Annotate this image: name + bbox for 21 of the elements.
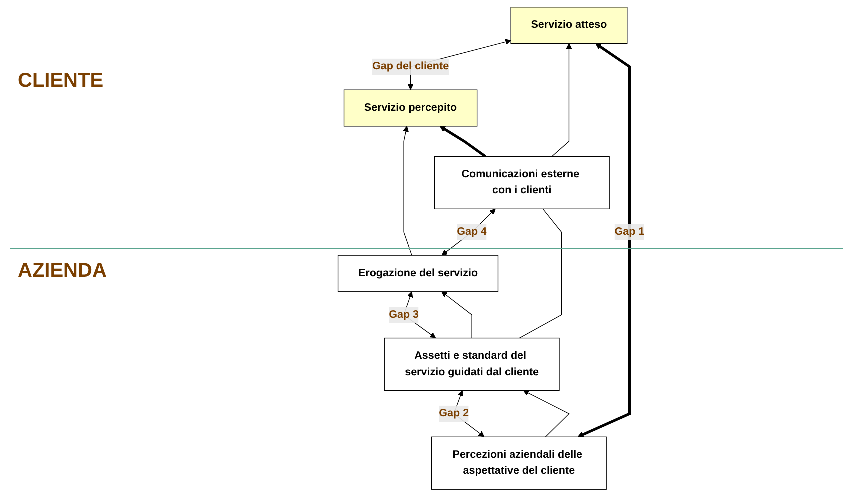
arrow <box>403 126 412 256</box>
node-box: Assetti e standard del servizio guidati dal cliente <box>384 338 560 392</box>
node-box: Servizio percepito <box>344 90 478 127</box>
arrow <box>442 292 472 339</box>
edge-label: Gap del cliente <box>372 60 450 72</box>
node-box: Percezioni aziendali delle aspettative del cliente <box>431 436 607 490</box>
arrow <box>578 43 632 438</box>
arrow <box>440 126 486 158</box>
zone-label: CLIENTE <box>18 70 104 93</box>
edge-label: Gap 2 <box>439 408 470 420</box>
arrow <box>552 43 572 158</box>
edge-label: Gap 4 <box>457 226 488 238</box>
node-box: Servizio atteso <box>510 7 628 44</box>
node-box: Erogazione del servizio <box>338 255 499 292</box>
zone-label: AZIENDA <box>18 260 107 283</box>
connector <box>519 208 562 339</box>
node-box: Comunicazioni esterne con i clienti <box>434 156 610 210</box>
edge-label: Gap 1 <box>614 226 645 238</box>
arrow <box>523 390 570 438</box>
edge-label: Gap 3 <box>389 309 420 320</box>
arrow <box>442 208 496 256</box>
